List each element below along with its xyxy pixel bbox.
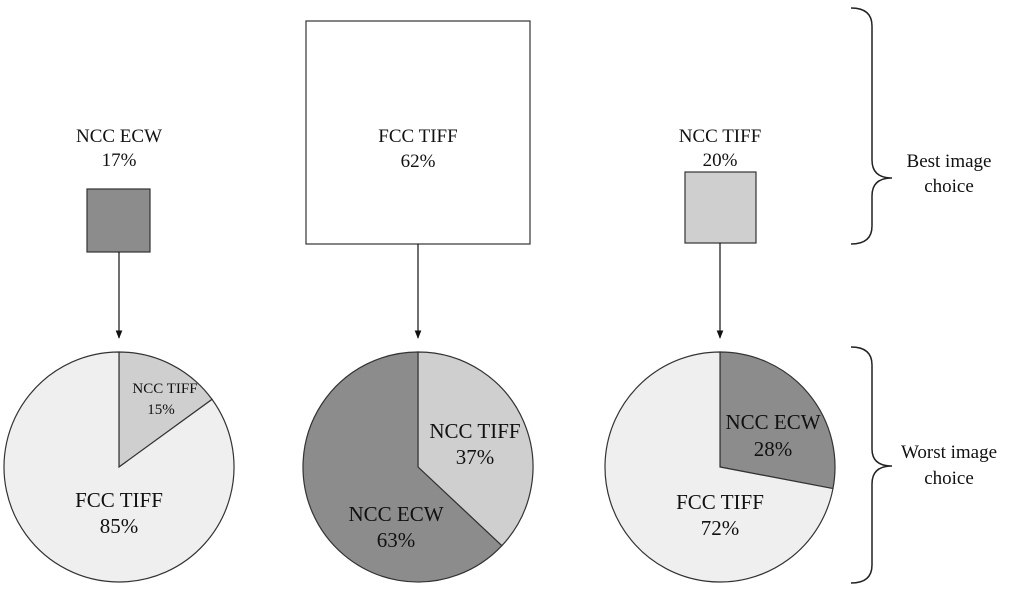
pie-3-slice-1 bbox=[719, 351, 836, 490]
best-bracket bbox=[850, 7, 893, 245]
slice-label-1b: FCC TIFF bbox=[75, 488, 163, 512]
slice-pct-2a: 37% bbox=[456, 445, 495, 469]
worst-bracket-label-line1: Worst image bbox=[901, 442, 997, 463]
worst-bracket-label-line2: choice bbox=[924, 468, 974, 489]
slice-label-2a: NCC TIFF bbox=[429, 419, 520, 443]
pie-2-slice-2 bbox=[302, 351, 503, 583]
best-pct-2: 62% bbox=[401, 151, 436, 172]
best-pct-3: 20% bbox=[703, 150, 738, 171]
worst-choice-pie-3 bbox=[604, 351, 836, 583]
best-choice-square-1 bbox=[86, 188, 151, 253]
best-bracket-label-line2: choice bbox=[924, 176, 974, 197]
best-choice-square-2 bbox=[305, 20, 531, 245]
pie-1-slice-1 bbox=[118, 351, 213, 469]
column-1: NCC ECW 17% NCC TIFF 15% FCC TIFF 85% bbox=[3, 126, 235, 583]
slice-label-2b: NCC ECW bbox=[348, 502, 443, 526]
slice-pct-1a: 15% bbox=[147, 402, 175, 418]
slice-pct-1b: 85% bbox=[100, 514, 139, 538]
worst-choice-pie-1 bbox=[3, 351, 235, 583]
worst-bracket bbox=[850, 346, 893, 584]
column-3: NCC TIFF 20% NCC ECW 28% FCC TIFF 72% bbox=[604, 126, 836, 583]
worst-choice-pie-2 bbox=[302, 351, 534, 583]
pie-2-slice-1 bbox=[417, 351, 534, 547]
slice-label-3b: FCC TIFF bbox=[676, 490, 764, 514]
pie-3-slice-2 bbox=[604, 351, 834, 583]
slice-label-3a: NCC ECW bbox=[725, 410, 820, 434]
slice-pct-3b: 72% bbox=[701, 516, 740, 540]
best-bracket-label-line1: Best image bbox=[907, 151, 992, 172]
best-choice-square-3 bbox=[684, 171, 757, 244]
slice-pct-2b: 63% bbox=[377, 528, 416, 552]
slice-label-1a: NCC TIFF bbox=[132, 381, 197, 397]
pie-1-slice-2 bbox=[3, 351, 235, 583]
best-pct-1: 17% bbox=[102, 150, 137, 171]
column-2: FCC TIFF 62% NCC TIFF 37% NCC ECW 63% bbox=[302, 20, 534, 583]
best-label-3: NCC TIFF bbox=[679, 126, 762, 147]
best-label-1: NCC ECW bbox=[76, 126, 162, 147]
best-label-2: FCC TIFF bbox=[378, 126, 457, 147]
slice-pct-3a: 28% bbox=[754, 437, 793, 461]
